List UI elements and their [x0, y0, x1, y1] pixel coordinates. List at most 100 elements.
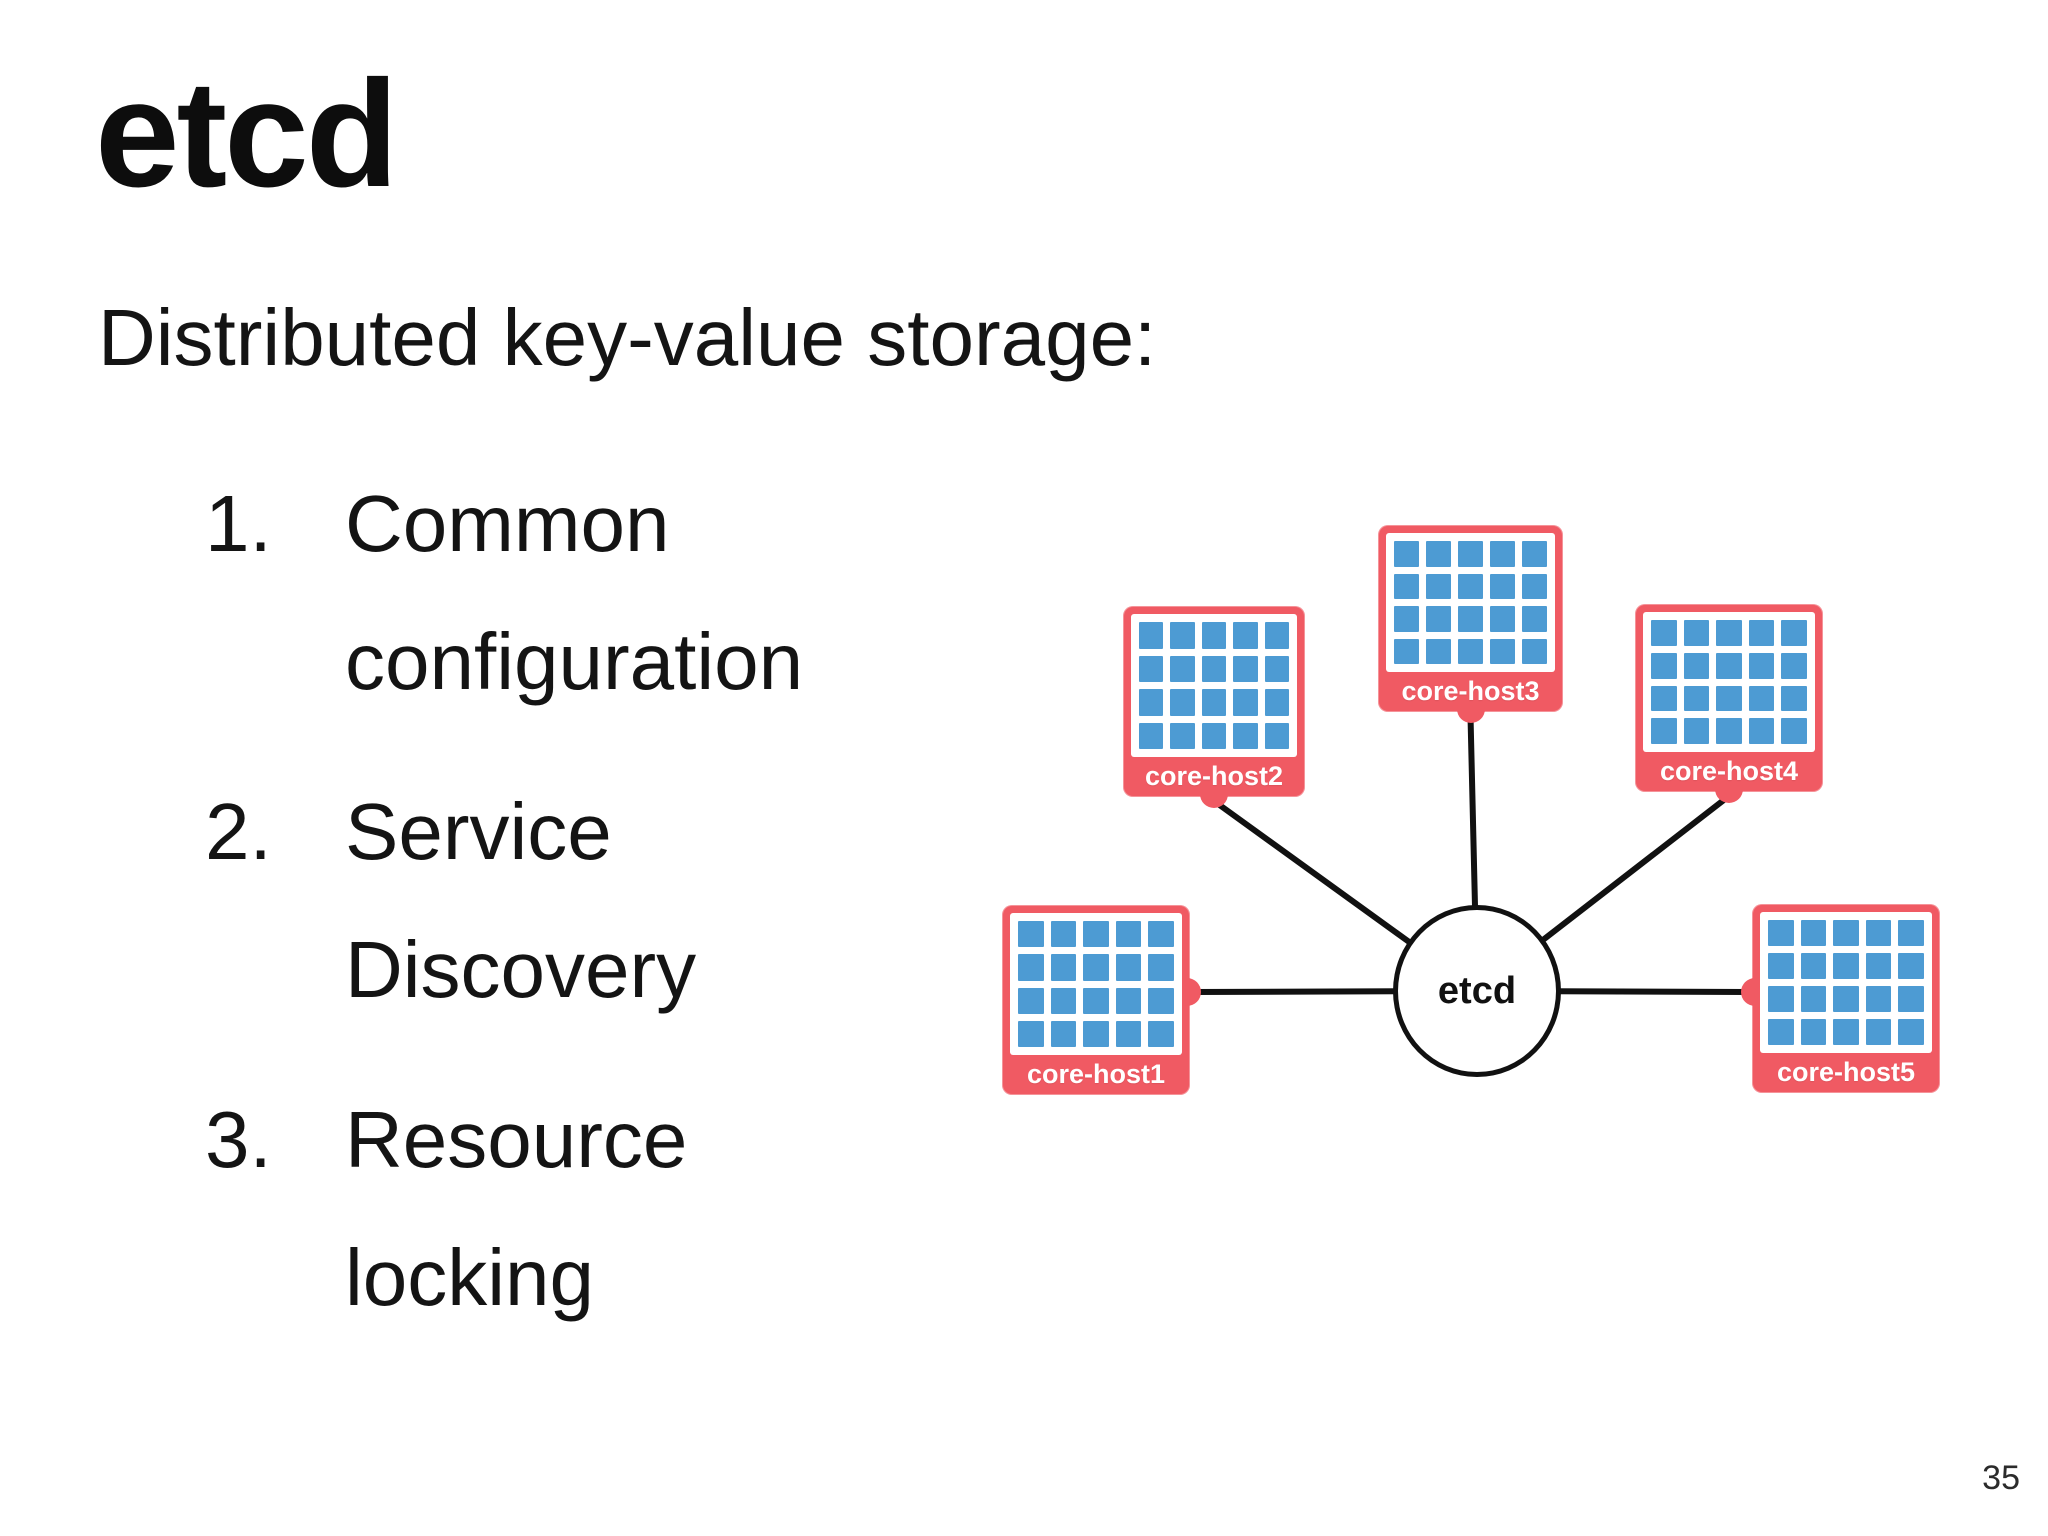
grid-square	[1748, 718, 1775, 744]
host-label: core-host2	[1144, 761, 1284, 791]
grid-square	[1522, 606, 1547, 632]
grid-square	[1170, 655, 1195, 682]
grid-square	[1522, 573, 1547, 599]
grid-square	[1458, 638, 1483, 664]
grid-square	[1083, 921, 1109, 948]
grid-square	[1394, 606, 1419, 632]
grid-square	[1115, 921, 1142, 948]
grid-square	[1050, 1020, 1077, 1047]
grid-square	[1748, 620, 1775, 646]
grid-square	[1233, 689, 1258, 716]
grid-square	[1800, 953, 1827, 979]
host-node-core-host1: core-host1	[1002, 905, 1201, 1095]
grid-square	[1833, 953, 1859, 979]
grid-square	[1201, 689, 1227, 716]
server-grid-icon	[1010, 913, 1182, 1055]
grid-square	[1781, 685, 1807, 712]
grid-square	[1716, 685, 1742, 712]
grid-square	[1490, 606, 1515, 632]
grid-square	[1458, 606, 1483, 632]
grid-square	[1651, 685, 1677, 712]
grid-square	[1394, 638, 1419, 664]
grid-square	[1426, 606, 1451, 632]
grid-square	[1781, 620, 1807, 646]
grid-square	[1490, 541, 1515, 567]
grid-square	[1683, 685, 1710, 712]
grid-square	[1394, 573, 1419, 599]
grid-square	[1865, 1019, 1892, 1045]
grid-square	[1233, 722, 1258, 749]
grid-square	[1115, 987, 1142, 1014]
grid-square	[1898, 1019, 1924, 1045]
grid-square	[1018, 954, 1044, 981]
grid-square	[1458, 541, 1483, 567]
grid-square	[1800, 986, 1827, 1012]
grid-square	[1139, 722, 1164, 749]
grid-square	[1264, 689, 1289, 716]
connector-nub-icon	[1456, 695, 1485, 723]
server-grid-icon	[1386, 533, 1555, 672]
list-item-1: 1.Common configuration	[205, 455, 890, 730]
grid-square	[1800, 1019, 1827, 1045]
connector-nub-icon	[1200, 780, 1228, 808]
grid-square	[1683, 718, 1710, 744]
grid-square	[1083, 954, 1109, 981]
host-node-core-host4: core-host4	[1635, 604, 1823, 803]
grid-square	[1898, 920, 1924, 946]
host-label: core-host1	[1026, 1059, 1166, 1089]
etcd-center-label: etcd	[1437, 969, 1517, 1012]
grid-square	[1426, 573, 1451, 599]
list-item-3: 3.Resource locking	[205, 1071, 890, 1346]
grid-square	[1833, 1019, 1859, 1045]
grid-square	[1522, 638, 1547, 664]
grid-square	[1170, 689, 1195, 716]
list-item-text: Common configuration	[345, 479, 804, 706]
grid-square	[1233, 622, 1258, 649]
grid-square	[1651, 620, 1677, 646]
grid-square	[1018, 921, 1044, 948]
grid-square	[1426, 638, 1451, 664]
grid-square	[1458, 573, 1483, 599]
grid-square	[1264, 622, 1289, 649]
grid-square	[1768, 953, 1794, 979]
slide-subtitle: Distributed key-value storage:	[98, 293, 1157, 382]
page-number: 35	[1982, 1459, 2020, 1497]
grid-square	[1716, 620, 1742, 646]
list-item-text: Resource locking	[345, 1095, 688, 1322]
etcd-center-node: etcd	[1393, 905, 1561, 1077]
grid-square	[1050, 954, 1077, 981]
numbered-list: 1.Common configuration 2. Service Discover…	[205, 455, 890, 1380]
grid-square	[1148, 921, 1174, 948]
grid-square	[1115, 954, 1142, 981]
host-label: core-host4	[1659, 756, 1799, 786]
grid-square	[1083, 1020, 1109, 1047]
grid-square	[1651, 652, 1677, 679]
grid-square	[1865, 920, 1892, 946]
list-item-2: 2. Service Discovery	[205, 763, 890, 1038]
host-label: core-host3	[1401, 676, 1540, 706]
grid-square	[1522, 541, 1547, 567]
grid-square	[1748, 685, 1775, 712]
grid-square	[1050, 987, 1077, 1014]
host-label: core-host5	[1776, 1057, 1916, 1087]
grid-square	[1050, 921, 1077, 948]
grid-square	[1170, 722, 1195, 749]
list-item-number: 2.	[205, 787, 272, 877]
grid-square	[1394, 541, 1419, 567]
list-item-text: Service Discovery	[345, 787, 697, 1014]
grid-square	[1865, 986, 1892, 1012]
grid-square	[1148, 954, 1174, 981]
grid-square	[1018, 1020, 1044, 1047]
grid-square	[1264, 722, 1289, 749]
grid-square	[1018, 987, 1044, 1014]
grid-square	[1490, 638, 1515, 664]
server-grid-icon	[1760, 912, 1932, 1053]
grid-square	[1426, 541, 1451, 567]
grid-square	[1781, 652, 1807, 679]
grid-square	[1651, 718, 1677, 744]
grid-square	[1201, 622, 1227, 649]
host-node-core-host3: core-host3	[1378, 525, 1563, 723]
grid-square	[1800, 920, 1827, 946]
